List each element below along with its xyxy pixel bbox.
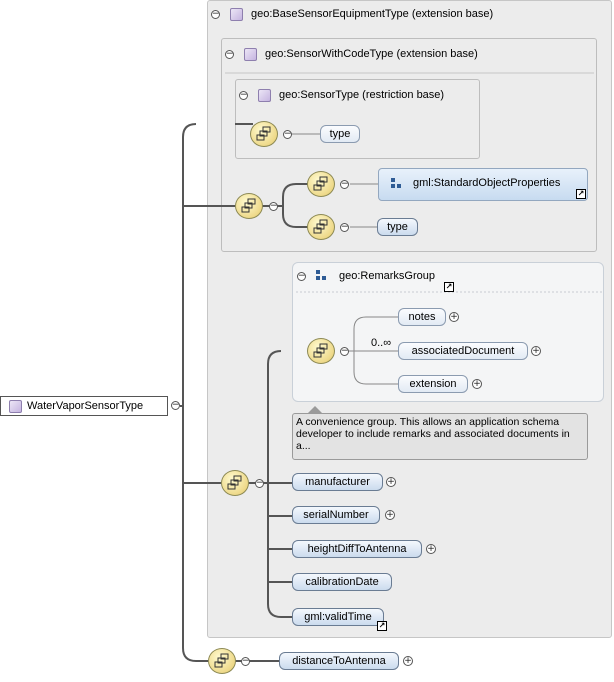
sequence-icon	[221, 470, 249, 496]
collapse-sequence-icon[interactable]: −	[340, 346, 349, 356]
element-type[interactable]: type	[320, 125, 360, 143]
element-distance-to-antenna[interactable]: distanceToAntenna	[279, 652, 399, 670]
sensor-type-title: geo:SensorType (restriction base)	[279, 89, 445, 101]
complex-type-icon	[9, 400, 22, 413]
element-calibration-date[interactable]: calibrationDate	[292, 573, 392, 591]
collapse-remarks-group-icon[interactable]: −	[297, 271, 306, 281]
group-icon	[316, 270, 329, 283]
standard-object-properties-group[interactable]: gml:StandardObjectProperties ↗	[378, 168, 588, 201]
collapse-sequence-icon[interactable]: −	[283, 129, 292, 139]
expand-height-diff-icon[interactable]: +	[426, 544, 436, 554]
sequence-icon	[307, 171, 335, 197]
sensor-type-panel	[235, 79, 480, 159]
element-height-diff-to-antenna[interactable]: heightDiffToAntenna	[292, 540, 422, 558]
expand-associated-document-icon[interactable]: +	[531, 346, 541, 356]
collapse-sequence-icon[interactable]: −	[269, 201, 278, 211]
element-serial-number[interactable]: serialNumber	[292, 506, 380, 524]
sequence-icon	[307, 214, 335, 240]
complex-type-icon	[244, 48, 257, 61]
element-valid-time[interactable]: gml:validTime	[292, 608, 384, 626]
collapse-base-equipment-icon[interactable]: −	[211, 9, 220, 19]
expand-serial-number-icon[interactable]: +	[385, 510, 395, 520]
sensor-with-code-title: geo:SensorWithCodeType (extension base)	[265, 48, 478, 60]
expand-extension-icon[interactable]: +	[472, 379, 482, 389]
element-extension[interactable]: extension	[398, 375, 468, 393]
complex-type-icon	[258, 89, 271, 102]
element-associated-document[interactable]: associatedDocument	[398, 342, 528, 360]
collapse-sequence-icon[interactable]: −	[340, 222, 349, 232]
link-arrow-icon[interactable]: ↗	[576, 189, 586, 199]
collapse-sequence-icon[interactable]: −	[255, 478, 264, 488]
element-type[interactable]: type	[377, 218, 418, 236]
expand-distance-icon[interactable]: +	[403, 656, 413, 666]
sequence-icon	[250, 121, 278, 147]
sequence-icon	[235, 193, 263, 219]
root-element-label: WaterVaporSensorType	[27, 400, 144, 412]
collapse-sequence-icon[interactable]: −	[340, 179, 349, 189]
remarks-group-annotation: A convenience group. This allows an appl…	[292, 413, 588, 460]
base-equipment-title: geo:BaseSensorEquipmentType (extension b…	[251, 8, 494, 20]
expand-notes-icon[interactable]: +	[449, 312, 459, 322]
collapse-sequence-icon[interactable]: −	[241, 656, 250, 666]
sequence-icon	[208, 648, 236, 674]
group-icon	[391, 178, 404, 191]
standard-object-properties-label: gml:StandardObjectProperties	[413, 177, 561, 189]
complex-type-icon	[230, 8, 243, 21]
annotation-pointer	[308, 406, 322, 413]
sensor-with-code-panel	[221, 38, 597, 252]
remarks-group-title: geo:RemarksGroup	[339, 270, 435, 282]
element-notes[interactable]: notes	[398, 308, 446, 326]
expand-manufacturer-icon[interactable]: +	[386, 477, 396, 487]
element-manufacturer[interactable]: manufacturer	[292, 473, 383, 491]
collapse-sensor-with-code-icon[interactable]: −	[225, 49, 234, 59]
collapse-sensor-type-icon[interactable]: −	[239, 90, 248, 100]
collapse-root-icon[interactable]: −	[171, 400, 180, 410]
cardinality-label: 0..∞	[371, 337, 392, 349]
root-element[interactable]: WaterVaporSensorType	[0, 396, 168, 416]
sequence-icon	[307, 338, 335, 364]
link-arrow-icon[interactable]: ↗	[377, 621, 387, 631]
link-arrow-icon[interactable]: ↗	[444, 282, 454, 292]
